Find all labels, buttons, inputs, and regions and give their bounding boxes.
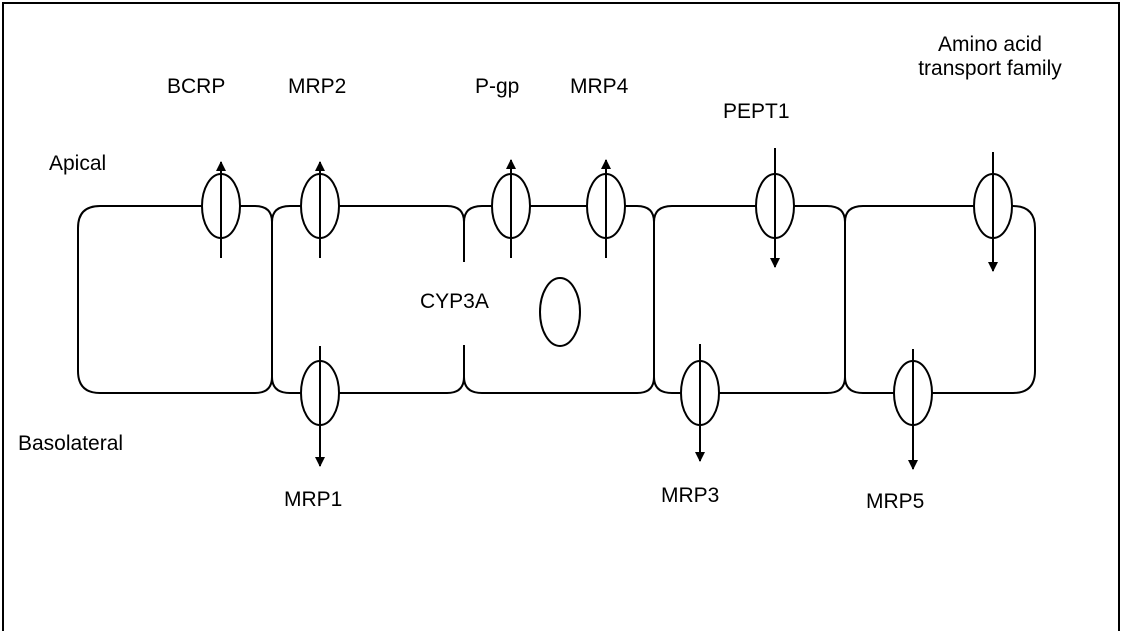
mrp5-label: MRP5: [866, 490, 925, 513]
amino-acid-label-line2: transport family: [918, 57, 1062, 80]
apical-label: Apical: [49, 152, 107, 175]
pgp-label: P-gp: [475, 75, 520, 98]
mrp2-label: MRP2: [288, 75, 347, 98]
mrp1-label: MRP1: [284, 488, 343, 511]
cell-membrane-outline: [77, 205, 1036, 394]
basolateral-label: Basolateral: [18, 432, 124, 455]
mrp4-label: MRP4: [570, 75, 629, 98]
cyp3a-enzyme: [539, 277, 581, 347]
mrp3-label: MRP3: [661, 484, 720, 507]
amino-acid-label-line1: Amino acid: [938, 33, 1042, 56]
cyp3a-label: CYP3A: [420, 290, 489, 313]
amino-acid-label: Amino acid transport family: [895, 33, 1085, 81]
bcrp-label: BCRP: [167, 75, 226, 98]
pept1-label: PEPT1: [723, 100, 790, 123]
